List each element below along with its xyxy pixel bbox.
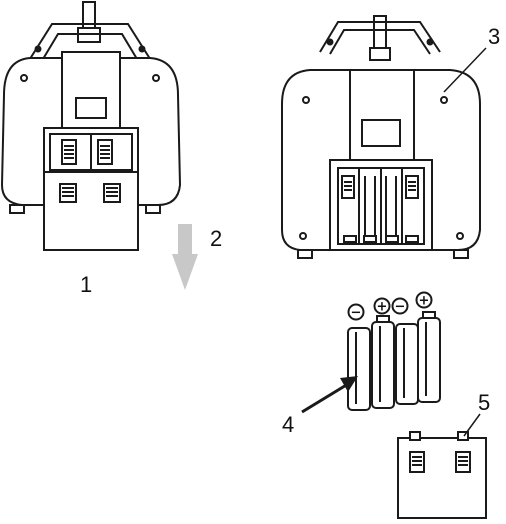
polarity-b3: −: [395, 300, 406, 315]
callout-4: 4: [282, 412, 294, 437]
callout-3-leader: [443, 47, 487, 93]
callout-5: 5: [478, 390, 490, 415]
transmitter-open: [281, 15, 481, 259]
callout-1: 1: [80, 272, 92, 297]
polarity-b4: +: [419, 294, 430, 309]
battery-cover-icon: [397, 431, 487, 519]
callout-2: 2: [210, 226, 222, 251]
polarity-labels: − + − +: [351, 294, 430, 321]
battery-pack-icon: [347, 291, 441, 411]
slide-down-arrow-icon: [172, 224, 198, 290]
polarity-b1: −: [351, 306, 362, 321]
insert-arrow-icon: [301, 376, 358, 414]
polarity-b2: +: [377, 300, 388, 315]
callout-3: 3: [488, 24, 500, 49]
transmitter-closed: [0, 1, 182, 251]
callout-5-leader: [463, 413, 481, 437]
